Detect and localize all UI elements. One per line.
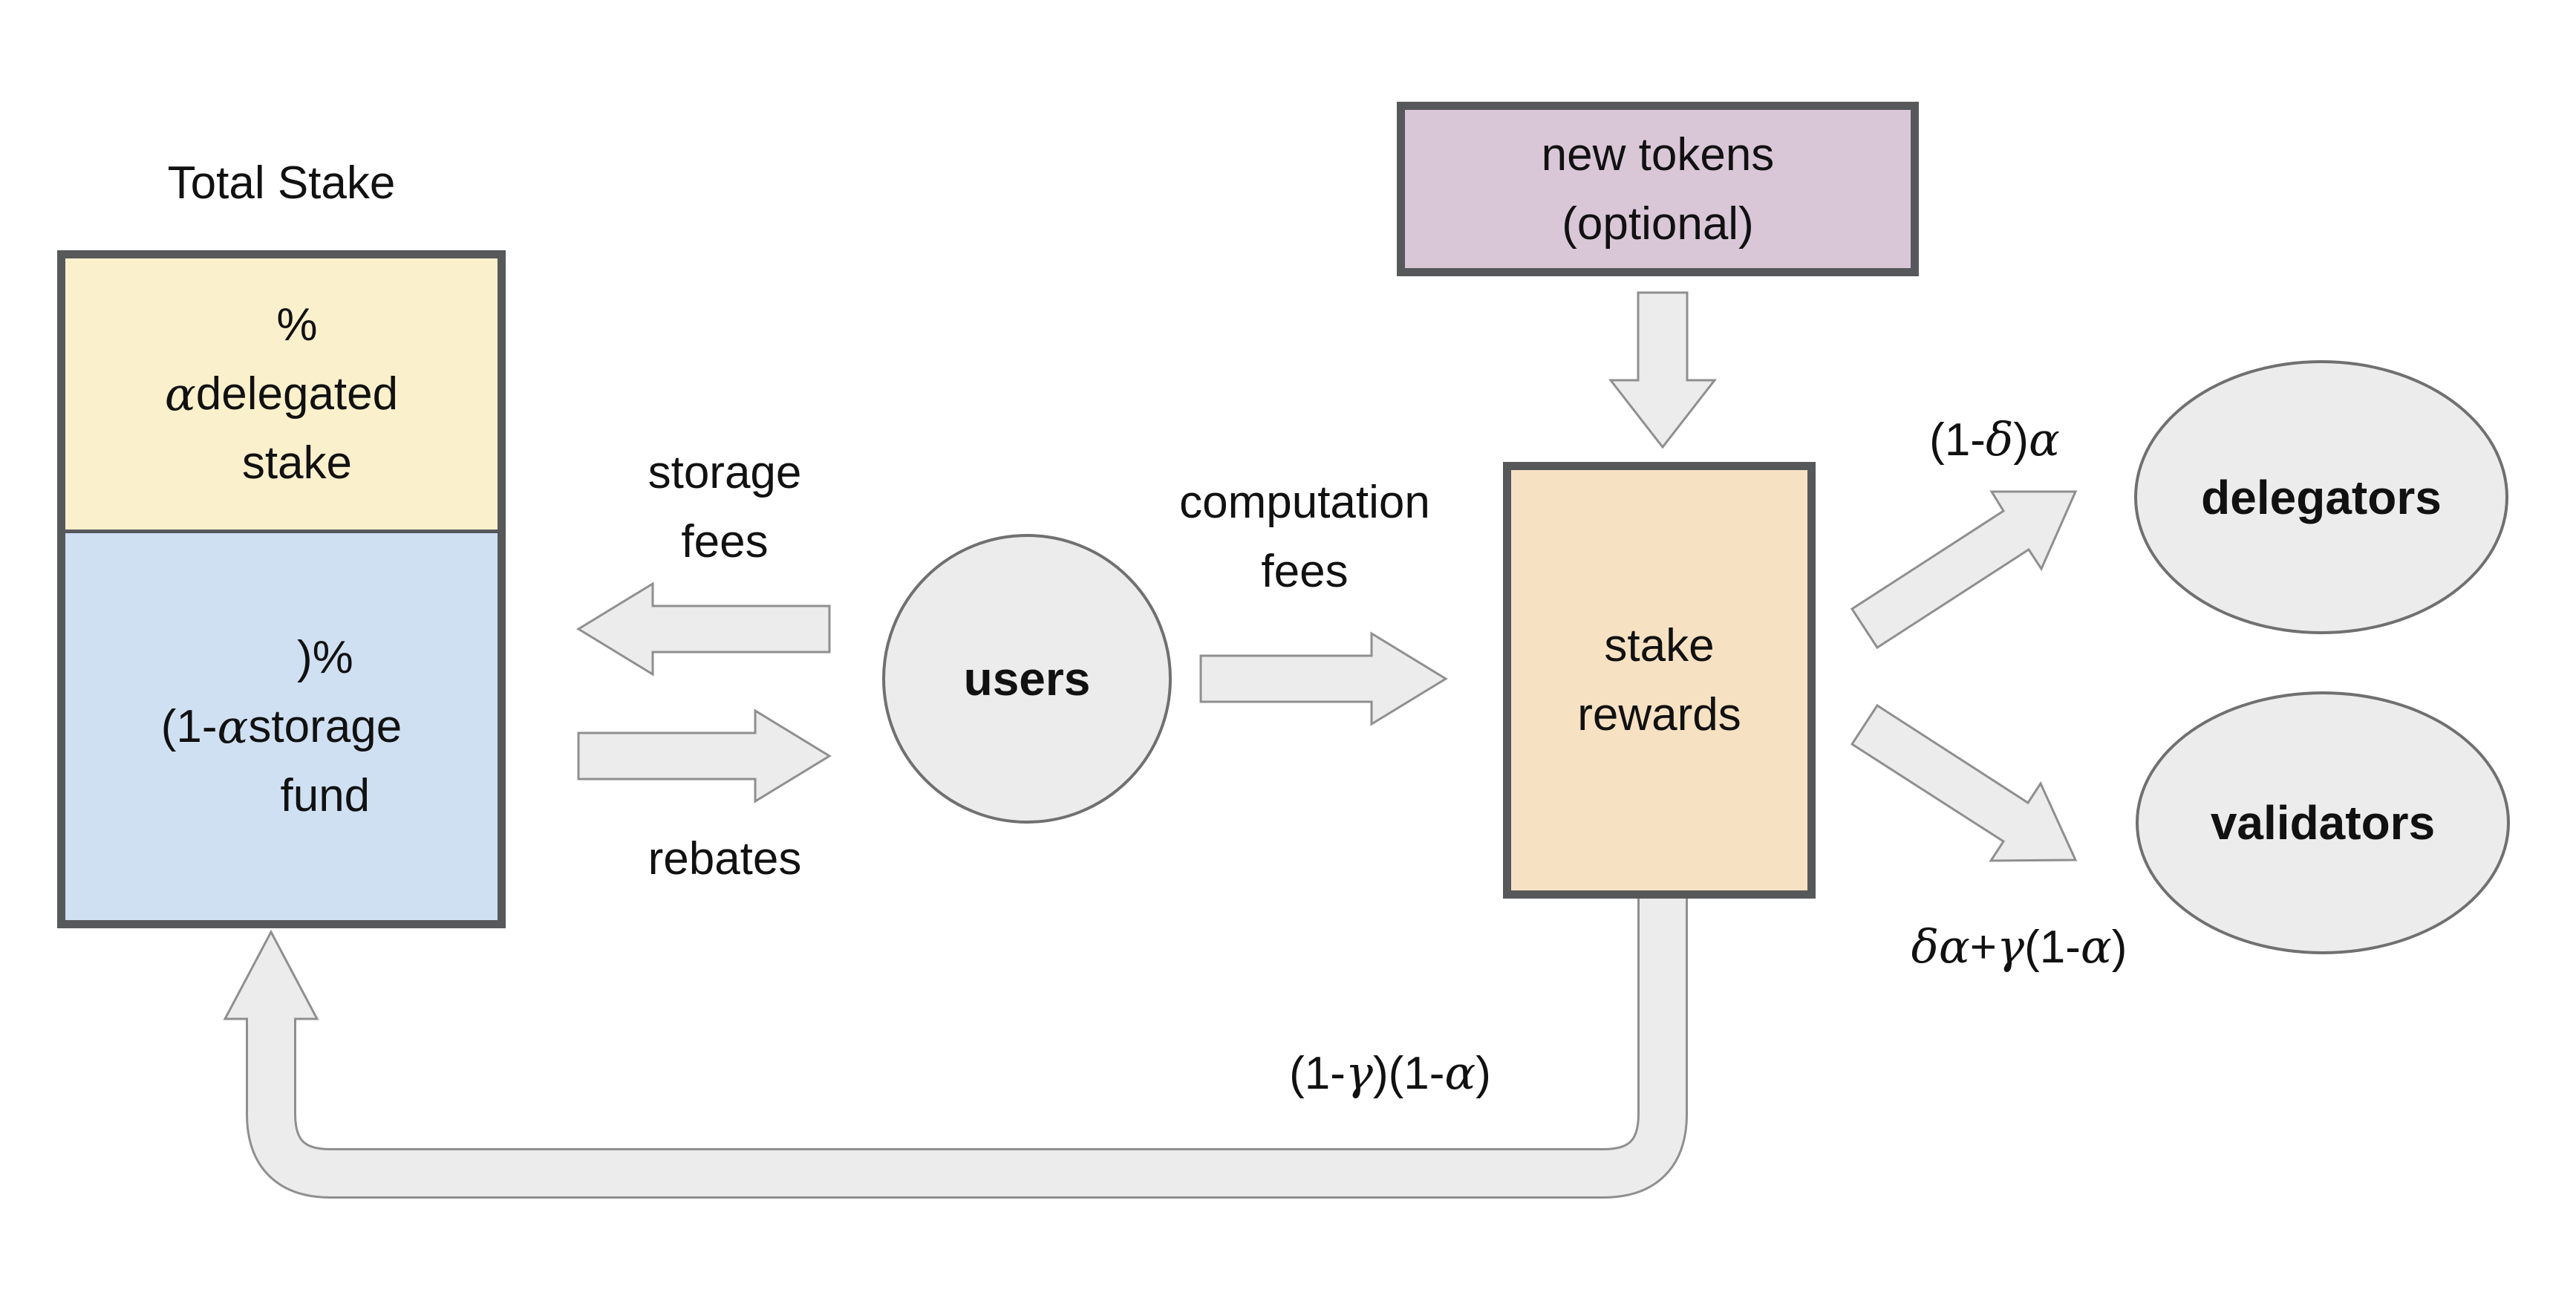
total-stake-box: α% delegated stake (1-α)% storage fund <box>57 250 506 928</box>
stake-rewards-box: stake rewards <box>1503 462 1816 899</box>
rebates-label: rebates <box>648 833 802 884</box>
storage-fund-return-arrow <box>223 899 1688 1199</box>
storage-fees-arrow <box>576 581 831 677</box>
validators-arrow <box>1850 703 2078 862</box>
total-stake-title: Total Stake <box>167 157 396 209</box>
computation-fees-label: computation fees <box>1179 477 1430 597</box>
validators-node: validators <box>2136 691 2510 954</box>
storage-fund-segment: (1-α)% storage fund <box>65 533 498 920</box>
return-arrowhead <box>223 929 319 1020</box>
users-node: users <box>882 534 1172 824</box>
validators-share-label: δα+γ(1-α) <box>1911 919 2127 974</box>
computation-fees-arrow <box>1199 631 1448 726</box>
delegators-arrow <box>1850 490 2078 650</box>
storage-fund-return-label: (1-γ)(1-α) <box>1289 1046 1491 1100</box>
new-tokens-arrow <box>1608 291 1718 449</box>
delegators-node: delegators <box>2134 360 2508 634</box>
new-tokens-box: new tokens (optional) <box>1397 102 1919 276</box>
delegators-share-label: (1-δ)α <box>1929 412 2060 466</box>
storage-fees-label: storage fees <box>648 447 802 567</box>
delegated-stake-segment: α% delegated stake <box>65 258 498 533</box>
rebates-arrow <box>577 708 832 804</box>
